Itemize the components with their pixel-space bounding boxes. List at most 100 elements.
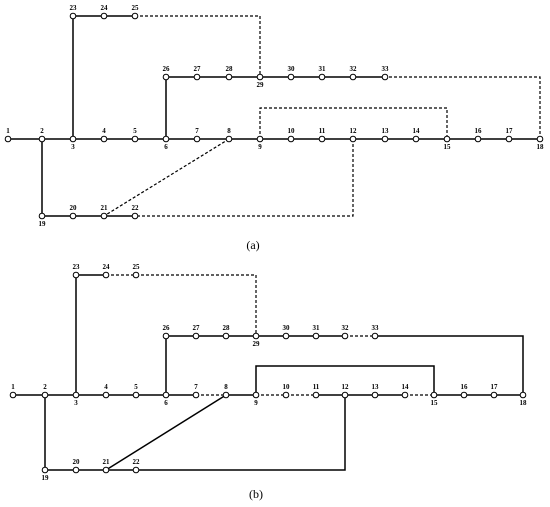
bus-node-5 <box>132 391 140 399</box>
tie-line-12-22 <box>135 139 354 217</box>
bus-label-23: 23 <box>73 263 81 271</box>
bus-node-30 <box>287 73 295 81</box>
panel-a-caption: (a) <box>246 238 259 252</box>
bus-node-21 <box>102 466 110 474</box>
bus-node-7 <box>193 135 201 143</box>
bus-label-16: 16 <box>461 383 469 391</box>
branch-9-15 <box>255 365 435 395</box>
bus-label-6: 6 <box>164 399 168 407</box>
bus-node-9 <box>256 135 264 143</box>
tie-line-8-21 <box>103 138 230 217</box>
bus-label-12: 12 <box>350 127 358 135</box>
bus-node-33 <box>381 73 389 81</box>
bus-label-33: 33 <box>382 65 390 73</box>
bus-node-7 <box>192 391 200 399</box>
bus-node-15 <box>443 135 451 143</box>
bus-node-16 <box>460 391 468 399</box>
tie-line-25-29 <box>136 274 257 336</box>
bus-node-20 <box>72 466 80 474</box>
bus-label-25: 25 <box>133 263 141 271</box>
bus-label-31: 31 <box>319 65 327 73</box>
bus-label-8: 8 <box>227 127 231 135</box>
bus-label-20: 20 <box>70 204 78 212</box>
bus-node-22 <box>131 212 139 220</box>
bus-label-23: 23 <box>70 4 78 12</box>
bus-node-2 <box>38 135 46 143</box>
bus-node-1 <box>4 135 12 143</box>
bus-node-27 <box>193 73 201 81</box>
bus-node-25 <box>132 271 140 279</box>
bus-label-5: 5 <box>134 383 138 391</box>
bus-label-30: 30 <box>283 324 291 332</box>
bus-label-32: 32 <box>350 65 358 73</box>
bus-node-20 <box>69 212 77 220</box>
bus-node-2 <box>41 391 49 399</box>
bus-label-25: 25 <box>132 4 140 12</box>
bus-node-30 <box>282 332 290 340</box>
bus-label-5: 5 <box>133 127 137 135</box>
bus-node-1 <box>9 391 17 399</box>
bus-label-22: 22 <box>132 204 140 212</box>
bus-label-17: 17 <box>491 383 499 391</box>
panel-b-caption: (b) <box>249 487 263 501</box>
bus-node-16 <box>474 135 482 143</box>
bus-label-21: 21 <box>101 204 109 212</box>
bus-label-27: 27 <box>193 324 201 332</box>
bus-label-11: 11 <box>319 127 326 135</box>
bus-label-9: 9 <box>258 143 262 151</box>
bus-label-28: 28 <box>223 324 231 332</box>
bus-node-23 <box>72 271 80 279</box>
bus-label-13: 13 <box>372 383 380 391</box>
bus-label-7: 7 <box>194 383 198 391</box>
bus-label-9: 9 <box>254 399 258 407</box>
bus-node-29 <box>252 332 260 340</box>
bus-label-15: 15 <box>431 399 439 407</box>
tie-line-18-33 <box>385 76 541 139</box>
bus-node-17 <box>505 135 513 143</box>
bus-label-32: 32 <box>342 324 350 332</box>
bus-node-31 <box>312 332 320 340</box>
branches <box>8 15 541 217</box>
bus-node-27 <box>192 332 200 340</box>
bus-node-4 <box>102 391 110 399</box>
bus-node-8 <box>225 135 233 143</box>
branch-18-33 <box>375 335 524 395</box>
bus-node-31 <box>318 73 326 81</box>
bus-label-17: 17 <box>506 127 514 135</box>
bus-node-24 <box>102 271 110 279</box>
bus-label-29: 29 <box>257 81 265 89</box>
bus-label-2: 2 <box>40 127 44 135</box>
bus-node-14 <box>401 391 409 399</box>
bus-node-24 <box>100 12 108 20</box>
bus-label-19: 19 <box>42 474 50 482</box>
bus-node-18 <box>519 391 527 399</box>
bus-label-21: 21 <box>103 458 111 466</box>
bus-node-6 <box>162 135 170 143</box>
bus-node-22 <box>132 466 140 474</box>
bus-label-12: 12 <box>342 383 350 391</box>
tie-line-25-29 <box>135 15 261 77</box>
tie-line-9-15 <box>259 107 448 139</box>
bus-node-13 <box>381 135 389 143</box>
bus-node-14 <box>412 135 420 143</box>
bus-label-3: 3 <box>74 399 78 407</box>
bus-label-1: 1 <box>6 127 10 135</box>
bus-label-28: 28 <box>226 65 234 73</box>
bus-node-9 <box>252 391 260 399</box>
bus-label-10: 10 <box>283 383 291 391</box>
bus-node-10 <box>287 135 295 143</box>
bus-node-15 <box>430 391 438 399</box>
bus-node-11 <box>312 391 320 399</box>
bus-label-7: 7 <box>195 127 199 135</box>
bus-node-8 <box>222 391 230 399</box>
bus-label-24: 24 <box>103 263 111 271</box>
bus-label-3: 3 <box>71 143 75 151</box>
bus-label-10: 10 <box>288 127 296 135</box>
bus-node-13 <box>371 391 379 399</box>
bus-node-26 <box>162 73 170 81</box>
bus-node-19 <box>41 466 49 474</box>
